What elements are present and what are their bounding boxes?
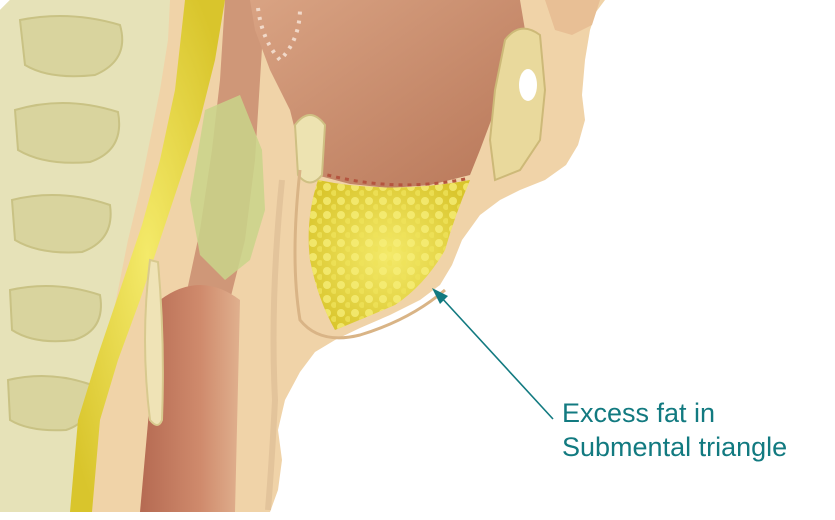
annotation-label: Excess fat in Submental triangle: [562, 396, 787, 464]
annotation-line-2: Submental triangle: [562, 430, 787, 464]
epiglottis: [145, 260, 163, 425]
mandible-foramen: [519, 69, 537, 101]
callout-arrow: [432, 288, 553, 419]
annotation-line-1: Excess fat in: [562, 396, 787, 430]
